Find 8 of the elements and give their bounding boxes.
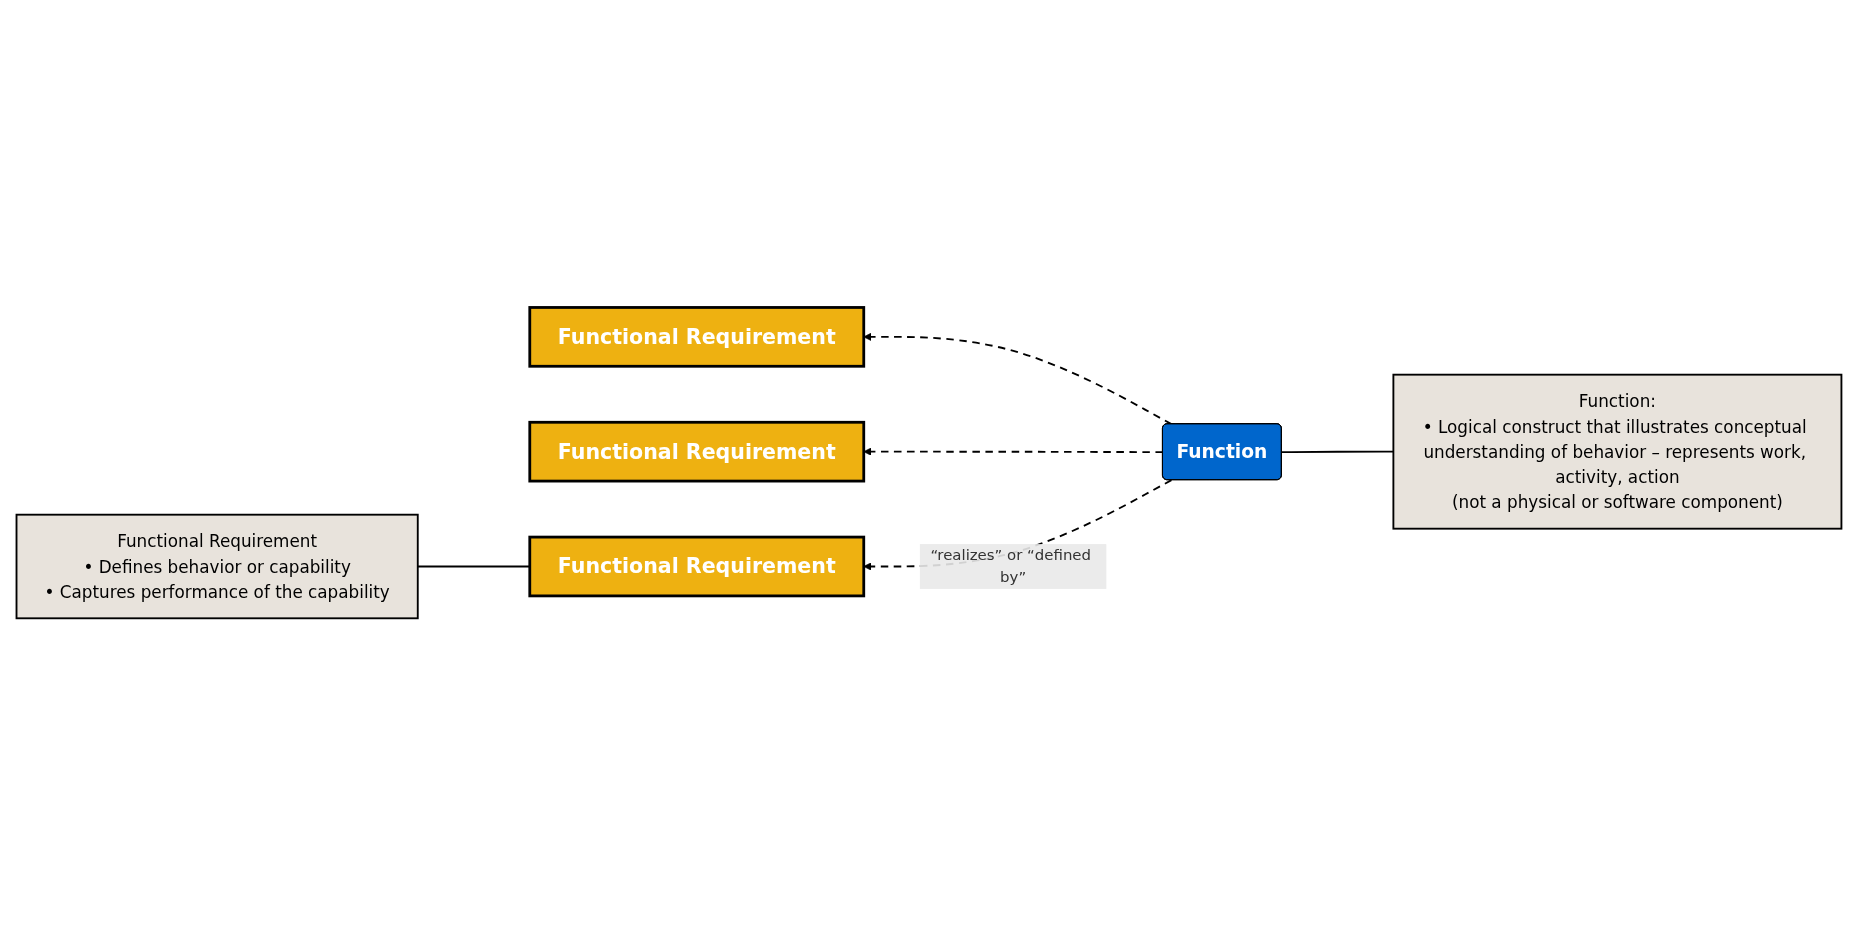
node-box: Function: • Logical construct that illustrates conceptual understanding of behavior – represents work, activity, action (not a physical or software component) <box>1392 373 1843 530</box>
edge-label: “realizes” or “defined by” <box>930 545 1092 586</box>
node-box: Functional Requirement • Defines behavior or capability • Captures performance of the capability <box>15 513 419 619</box>
node-box: Functional Requirement <box>528 420 866 483</box>
node-box: Functional Requirement <box>528 535 866 597</box>
arrow <box>863 332 1173 425</box>
node-box: Functional Requirement <box>528 305 866 368</box>
arrow <box>863 447 1164 456</box>
